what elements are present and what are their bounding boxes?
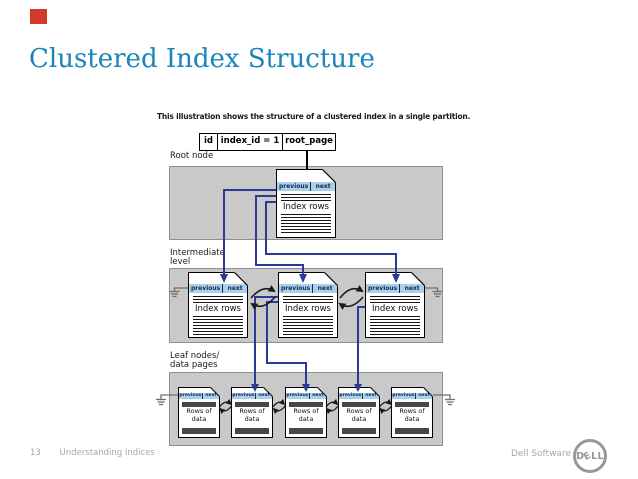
intermediate-label-line2: level: [170, 257, 191, 267]
previous-label: previous: [339, 393, 362, 398]
page-header-band: previous next: [392, 393, 432, 399]
slide-title: Clustered Index Structure: [29, 44, 375, 74]
previous-label: previous: [278, 183, 309, 190]
next-label: next: [312, 284, 337, 293]
index-rows-stripes: [281, 214, 331, 234]
brand-accent-mark: [30, 9, 47, 24]
meta-cell-index-id: index_id = 1: [218, 133, 283, 151]
leaf-nodes-label: Leaf nodes/ data pages: [170, 352, 219, 370]
previous-label: previous: [280, 285, 311, 292]
next-label: next: [222, 284, 247, 293]
intermediate-page-icon-1: previous next Index rows: [188, 272, 248, 338]
page-fold-icon: [210, 387, 220, 397]
data-row-bar: [235, 428, 269, 434]
next-label: next: [361, 393, 379, 399]
index-rows-stripes: [283, 316, 333, 335]
index-rows-label: Index rows: [283, 202, 329, 212]
rows-of-data-label: Rows of data: [346, 407, 372, 423]
meta-cell-id: id: [199, 133, 218, 151]
previous-label: previous: [190, 285, 221, 292]
data-row-bar: [289, 402, 323, 407]
rows-of-data-label: Rows of data: [293, 407, 319, 423]
page-header-band: previous next: [279, 284, 337, 293]
leaf-page-icon-5: previous next Rows of data: [391, 387, 433, 438]
intermediate-level-label: Intermediate level: [170, 249, 225, 267]
index-meta-table: id index_id = 1 root_page: [199, 133, 336, 151]
page-header-band: previous next: [277, 182, 335, 191]
data-row-bar: [289, 428, 323, 434]
page-header-band: previous next: [286, 393, 326, 399]
index-rows-label: Index rows: [285, 304, 331, 314]
leaf-label-line1: Leaf nodes/: [170, 351, 220, 361]
previous-label: previous: [232, 393, 255, 398]
intermediate-page-icon-3: previous next Index rows: [365, 272, 425, 338]
page-header-band: previous next: [366, 284, 424, 293]
leaf-page-icon-2: previous next Rows of data: [231, 387, 273, 438]
rows-of-data-label: Rows of data: [239, 407, 265, 423]
index-rows-stripes: [283, 296, 333, 304]
previous-label: previous: [367, 285, 398, 292]
leaf-page-icon-3: previous next Rows of data: [285, 387, 327, 438]
next-label: next: [201, 393, 219, 399]
page-fold-icon: [263, 387, 273, 397]
index-rows-stripes: [370, 296, 420, 304]
page-header-band: previous next: [189, 284, 247, 293]
root-page-icon: previous next Index rows: [276, 169, 336, 238]
page-fold-icon: [370, 387, 380, 397]
root-node-label: Root node: [170, 151, 214, 161]
leaf-page-icon-1: previous next Rows of data: [178, 387, 220, 438]
next-label: next: [414, 393, 432, 399]
previous-label: previous: [179, 393, 202, 398]
page-header-band: previous next: [232, 393, 272, 399]
previous-label: previous: [286, 393, 309, 398]
index-rows-stripes: [193, 316, 243, 335]
index-rows-stripes: [281, 194, 331, 202]
page-fold-icon: [411, 272, 425, 286]
page-fold-icon: [317, 387, 327, 397]
data-row-bar: [235, 402, 269, 407]
data-row-bar: [342, 428, 376, 434]
rows-of-data-label: Rows of data: [186, 407, 212, 423]
index-rows-label: Index rows: [372, 304, 418, 314]
data-row-bar: [342, 402, 376, 407]
index-rows-stripes: [370, 316, 420, 335]
page-header-band: previous next: [339, 393, 379, 399]
next-label: next: [254, 393, 272, 399]
previous-label: previous: [392, 393, 415, 398]
meta-cell-root-page: root_page: [283, 133, 336, 151]
data-row-bar: [182, 428, 216, 434]
intermediate-page-icon-2: previous next Index rows: [278, 272, 338, 338]
page-fold-icon: [322, 169, 336, 183]
index-rows-label: Index rows: [195, 304, 241, 314]
footer-brand-text: Dell Software: [511, 449, 572, 459]
data-row-bar: [182, 402, 216, 407]
index-rows-stripes: [193, 296, 243, 304]
page-header-band: previous next: [179, 393, 219, 399]
data-row-bar: [395, 428, 429, 434]
footer-left: 13 Understanding Indices: [30, 448, 155, 458]
rows-of-data-label: Rows of data: [399, 407, 425, 423]
diagram-caption: This illustration shows the structure of…: [157, 112, 471, 121]
footer-deck-title: Understanding Indices: [59, 448, 155, 458]
page-fold-icon: [234, 272, 248, 286]
leaf-page-icon-4: previous next Rows of data: [338, 387, 380, 438]
next-label: next: [399, 284, 424, 293]
page-fold-icon: [423, 387, 433, 397]
leaf-label-line2: data pages: [170, 360, 218, 370]
page-fold-icon: [324, 272, 338, 286]
data-row-bar: [395, 402, 429, 407]
next-label: next: [308, 393, 326, 399]
intermediate-label-line1: Intermediate: [170, 248, 225, 258]
next-label: next: [310, 182, 335, 191]
footer-page-number: 13: [30, 448, 41, 458]
